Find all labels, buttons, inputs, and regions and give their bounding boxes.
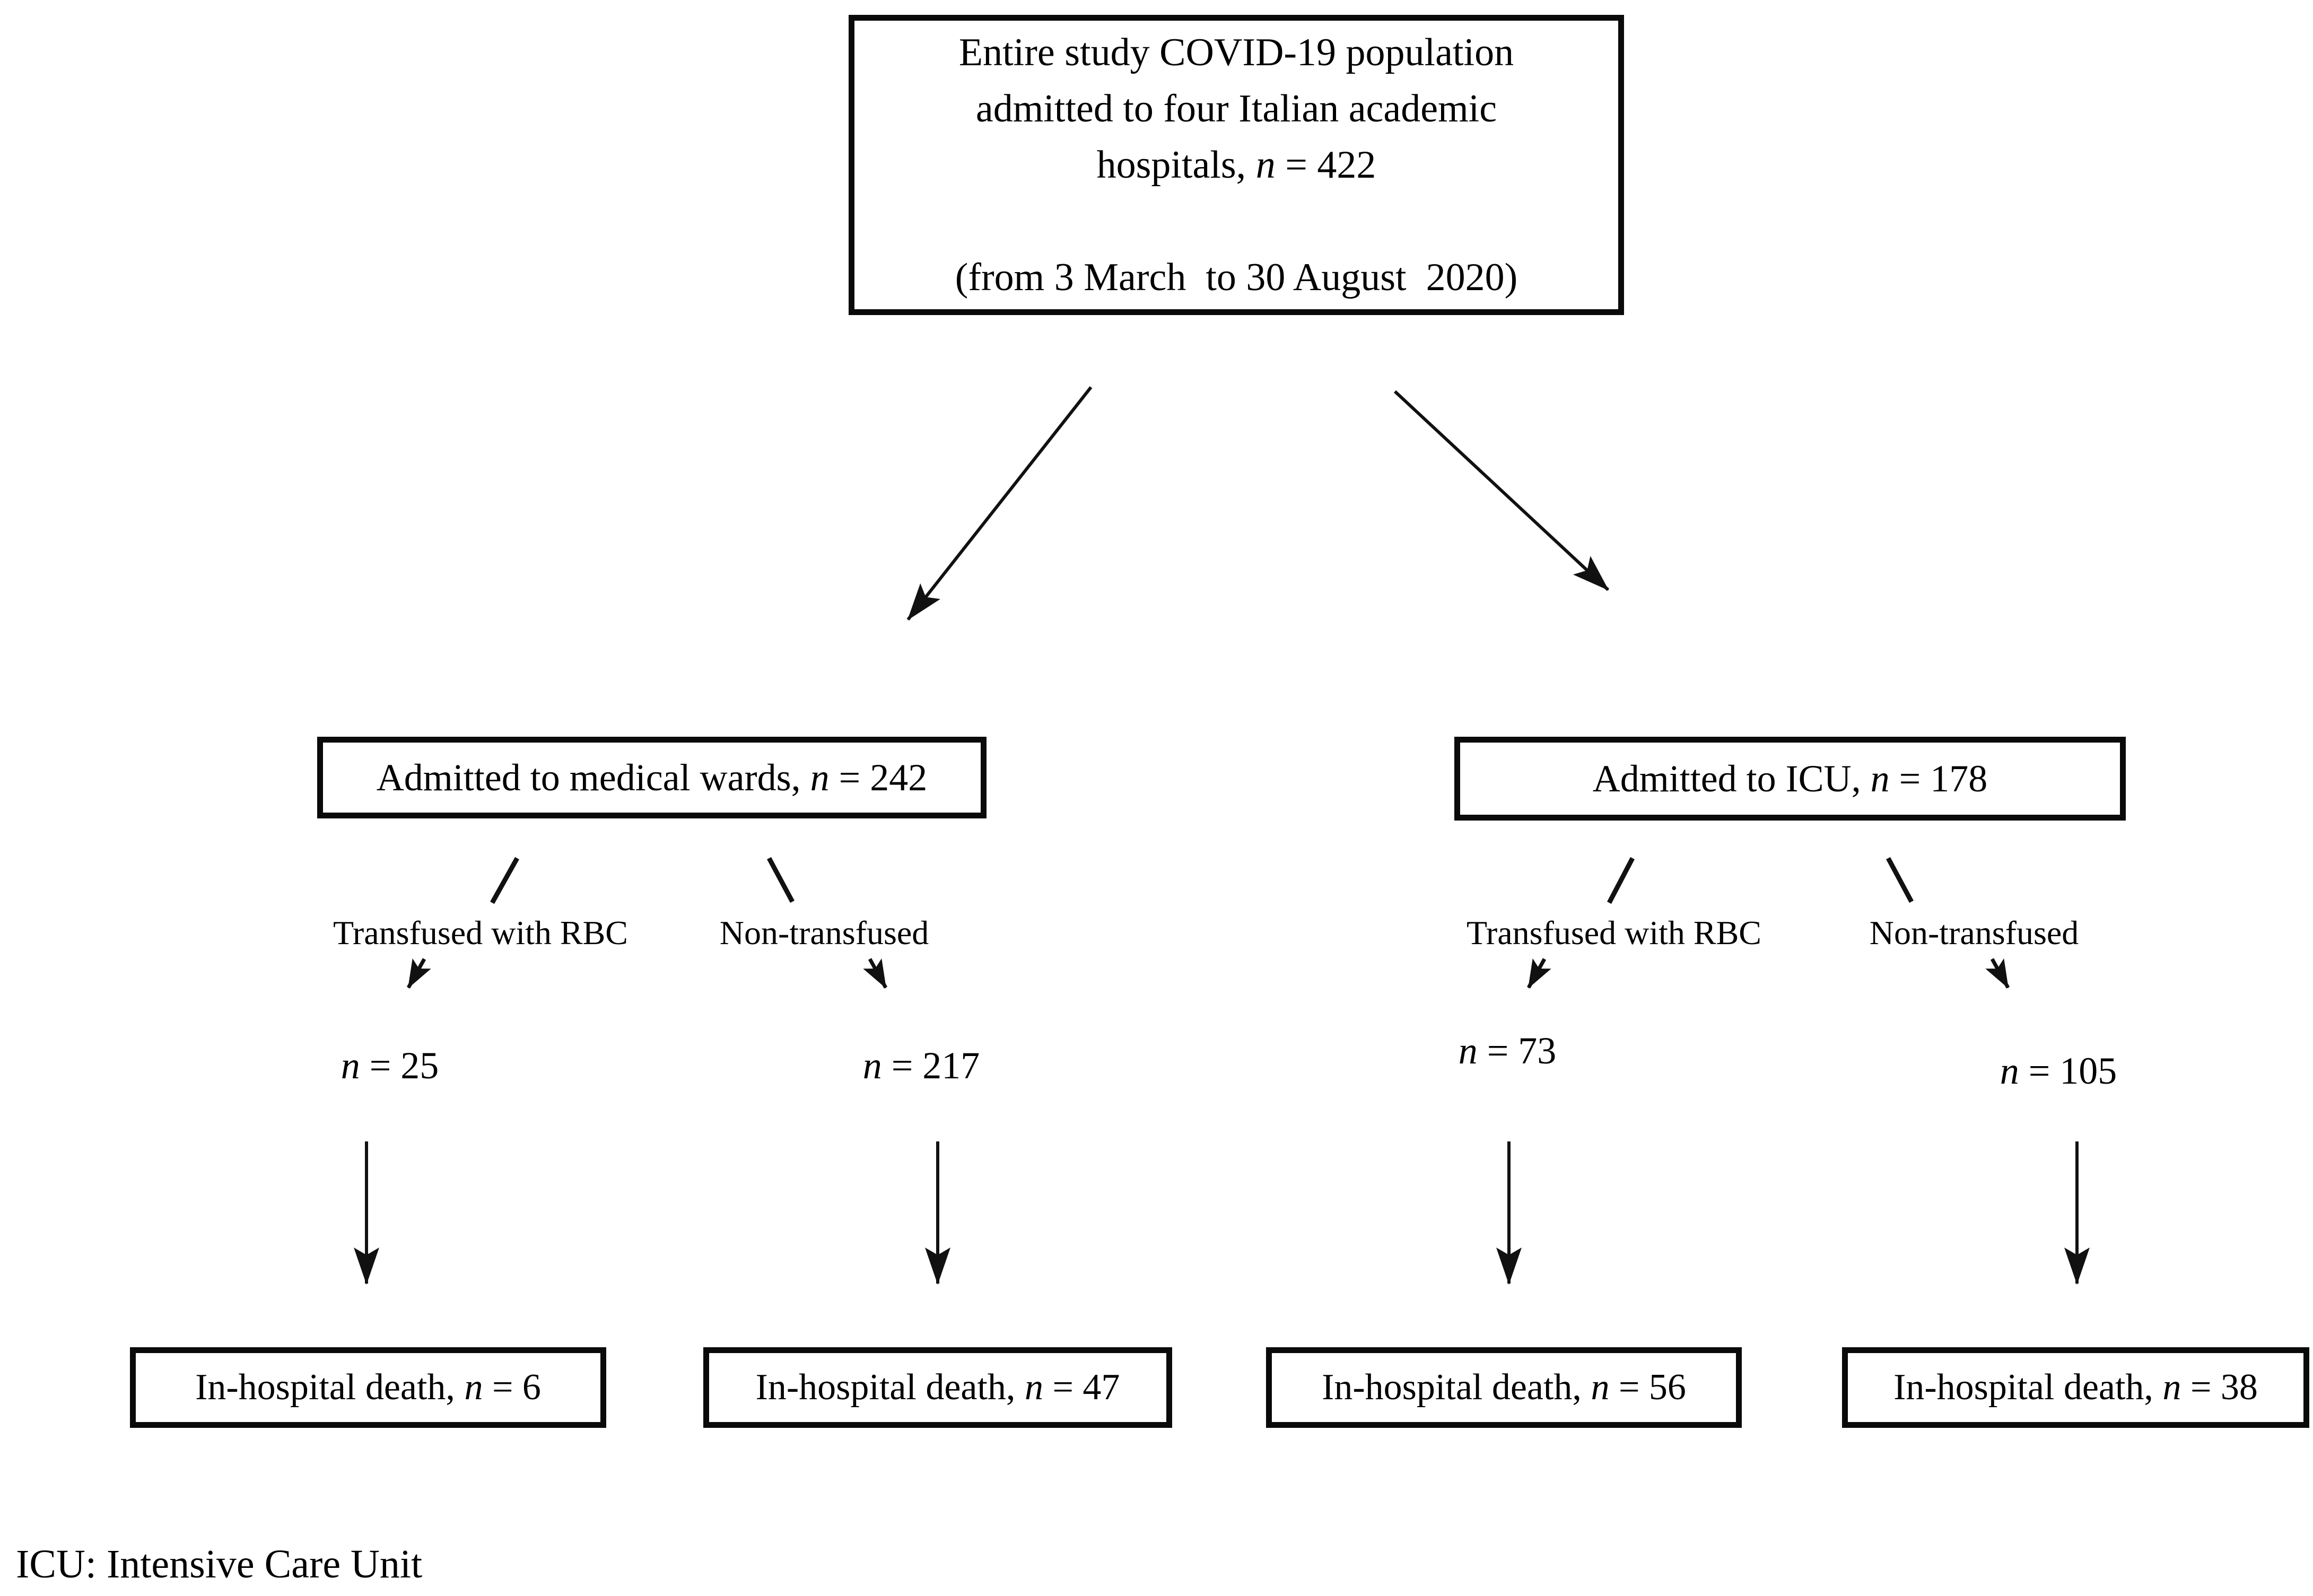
n-symbol: n (1458, 1030, 1478, 1072)
wards-text: Admitted to medical wards, (376, 756, 801, 799)
root-line-1: Entire study COVID-19 population (958, 31, 1514, 74)
outcome-label: In-hospital death, (755, 1367, 1016, 1408)
arrow-icu-transfused-head (1526, 958, 1551, 989)
count-icu-transfused: n = 73 (1459, 1029, 1557, 1073)
count-value: = 105 (2019, 1050, 2117, 1092)
n-symbol: n (1015, 1367, 1043, 1408)
outcome-text: In-hospital death, n = 47 (709, 1366, 1166, 1409)
outcome-value: = 38 (2181, 1367, 2258, 1408)
outcome-value: = 56 (1609, 1367, 1686, 1408)
wards-value: = 242 (829, 756, 928, 799)
count-value: = 25 (360, 1044, 439, 1087)
outcome-box-icu-nontransfused: In-hospital death, n = 38 (1842, 1347, 2309, 1428)
label-wards-transfused: Transfused with RBC (333, 914, 628, 952)
outcome-label: In-hospital death, (1893, 1367, 2153, 1408)
medical-wards-text: Admitted to medical wards, n = 242 (323, 756, 981, 800)
n-symbol: n (1246, 143, 1276, 187)
outcome-text: In-hospital death, n = 6 (136, 1366, 600, 1409)
icu-text: Admitted to ICU, n = 178 (1460, 757, 2120, 801)
arrow-icu-nontransfused-upper-segment (1886, 857, 1914, 903)
n-symbol: n (862, 1044, 882, 1087)
root-population-text: Entire study COVID-19 population admitte… (854, 24, 1618, 306)
root-population-box: Entire study COVID-19 population admitte… (849, 15, 1624, 315)
root-line-3-text: hospitals, (1096, 143, 1246, 187)
count-value: = 73 (1477, 1030, 1557, 1072)
arrow-icu-nontransfused-head (1985, 958, 2010, 989)
label-icu-nontransfused: Non-transfused (1869, 914, 2079, 952)
arrow-root-to-wards (906, 386, 1093, 621)
outcome-label: In-hospital death, (195, 1367, 455, 1408)
outcome-text: In-hospital death, n = 38 (1848, 1366, 2303, 1409)
icu-box: Admitted to ICU, n = 178 (1454, 737, 2126, 821)
n-symbol: n (1581, 1367, 1610, 1408)
label-icu-transfused: Transfused with RBC (1467, 914, 1761, 952)
outcome-text: In-hospital death, n = 56 (1272, 1366, 1736, 1409)
n-symbol: n (2153, 1367, 2181, 1408)
medical-wards-box: Admitted to medical wards, n = 242 (317, 737, 987, 818)
icu-text-label: Admitted to ICU, (1592, 757, 1861, 800)
n-symbol: n (800, 756, 830, 799)
outcome-value: = 6 (483, 1367, 541, 1408)
outcome-label: In-hospital death, (1322, 1367, 1582, 1408)
count-value: = 217 (881, 1044, 980, 1087)
icu-value: = 178 (1889, 757, 1988, 800)
root-line-3: hospitals, n = 422 (854, 137, 1618, 193)
root-line-3-value: = 422 (1275, 143, 1376, 187)
n-symbol: n (455, 1367, 483, 1408)
n-symbol: n (341, 1044, 360, 1087)
n-symbol: n (1861, 757, 1890, 800)
arrow-wards-nontransfused-upper-segment (767, 857, 795, 903)
arrow-wards-transfused-head (406, 958, 431, 989)
arrow-wards-nontransfused-head (863, 958, 888, 989)
label-wards-nontransfused: Non-transfused (719, 914, 929, 952)
outcome-value: = 47 (1043, 1367, 1120, 1408)
root-blank-line (854, 193, 1618, 249)
arrow-icu-transfused-upper-segment (1607, 857, 1635, 904)
count-wards-nontransfused: n = 217 (863, 1044, 980, 1088)
root-date-line: (from 3 March to 30 August 2020) (955, 256, 1518, 299)
footnote-icu-definition: ICU: Intensive Care Unit (16, 1542, 423, 1586)
outcome-box-wards-transfused: In-hospital death, n = 6 (130, 1347, 606, 1428)
root-line-2: admitted to four Italian academic (975, 87, 1497, 130)
count-icu-nontransfused: n = 105 (2000, 1049, 2117, 1093)
n-symbol: n (2000, 1050, 2019, 1092)
count-wards-transfused: n = 25 (341, 1044, 439, 1088)
arrow-root-to-icu (1393, 390, 1610, 591)
outcome-box-wards-nontransfused: In-hospital death, n = 47 (703, 1347, 1172, 1428)
arrow-wards-transfused-upper-segment (490, 857, 519, 904)
outcome-box-icu-transfused: In-hospital death, n = 56 (1266, 1347, 1742, 1428)
